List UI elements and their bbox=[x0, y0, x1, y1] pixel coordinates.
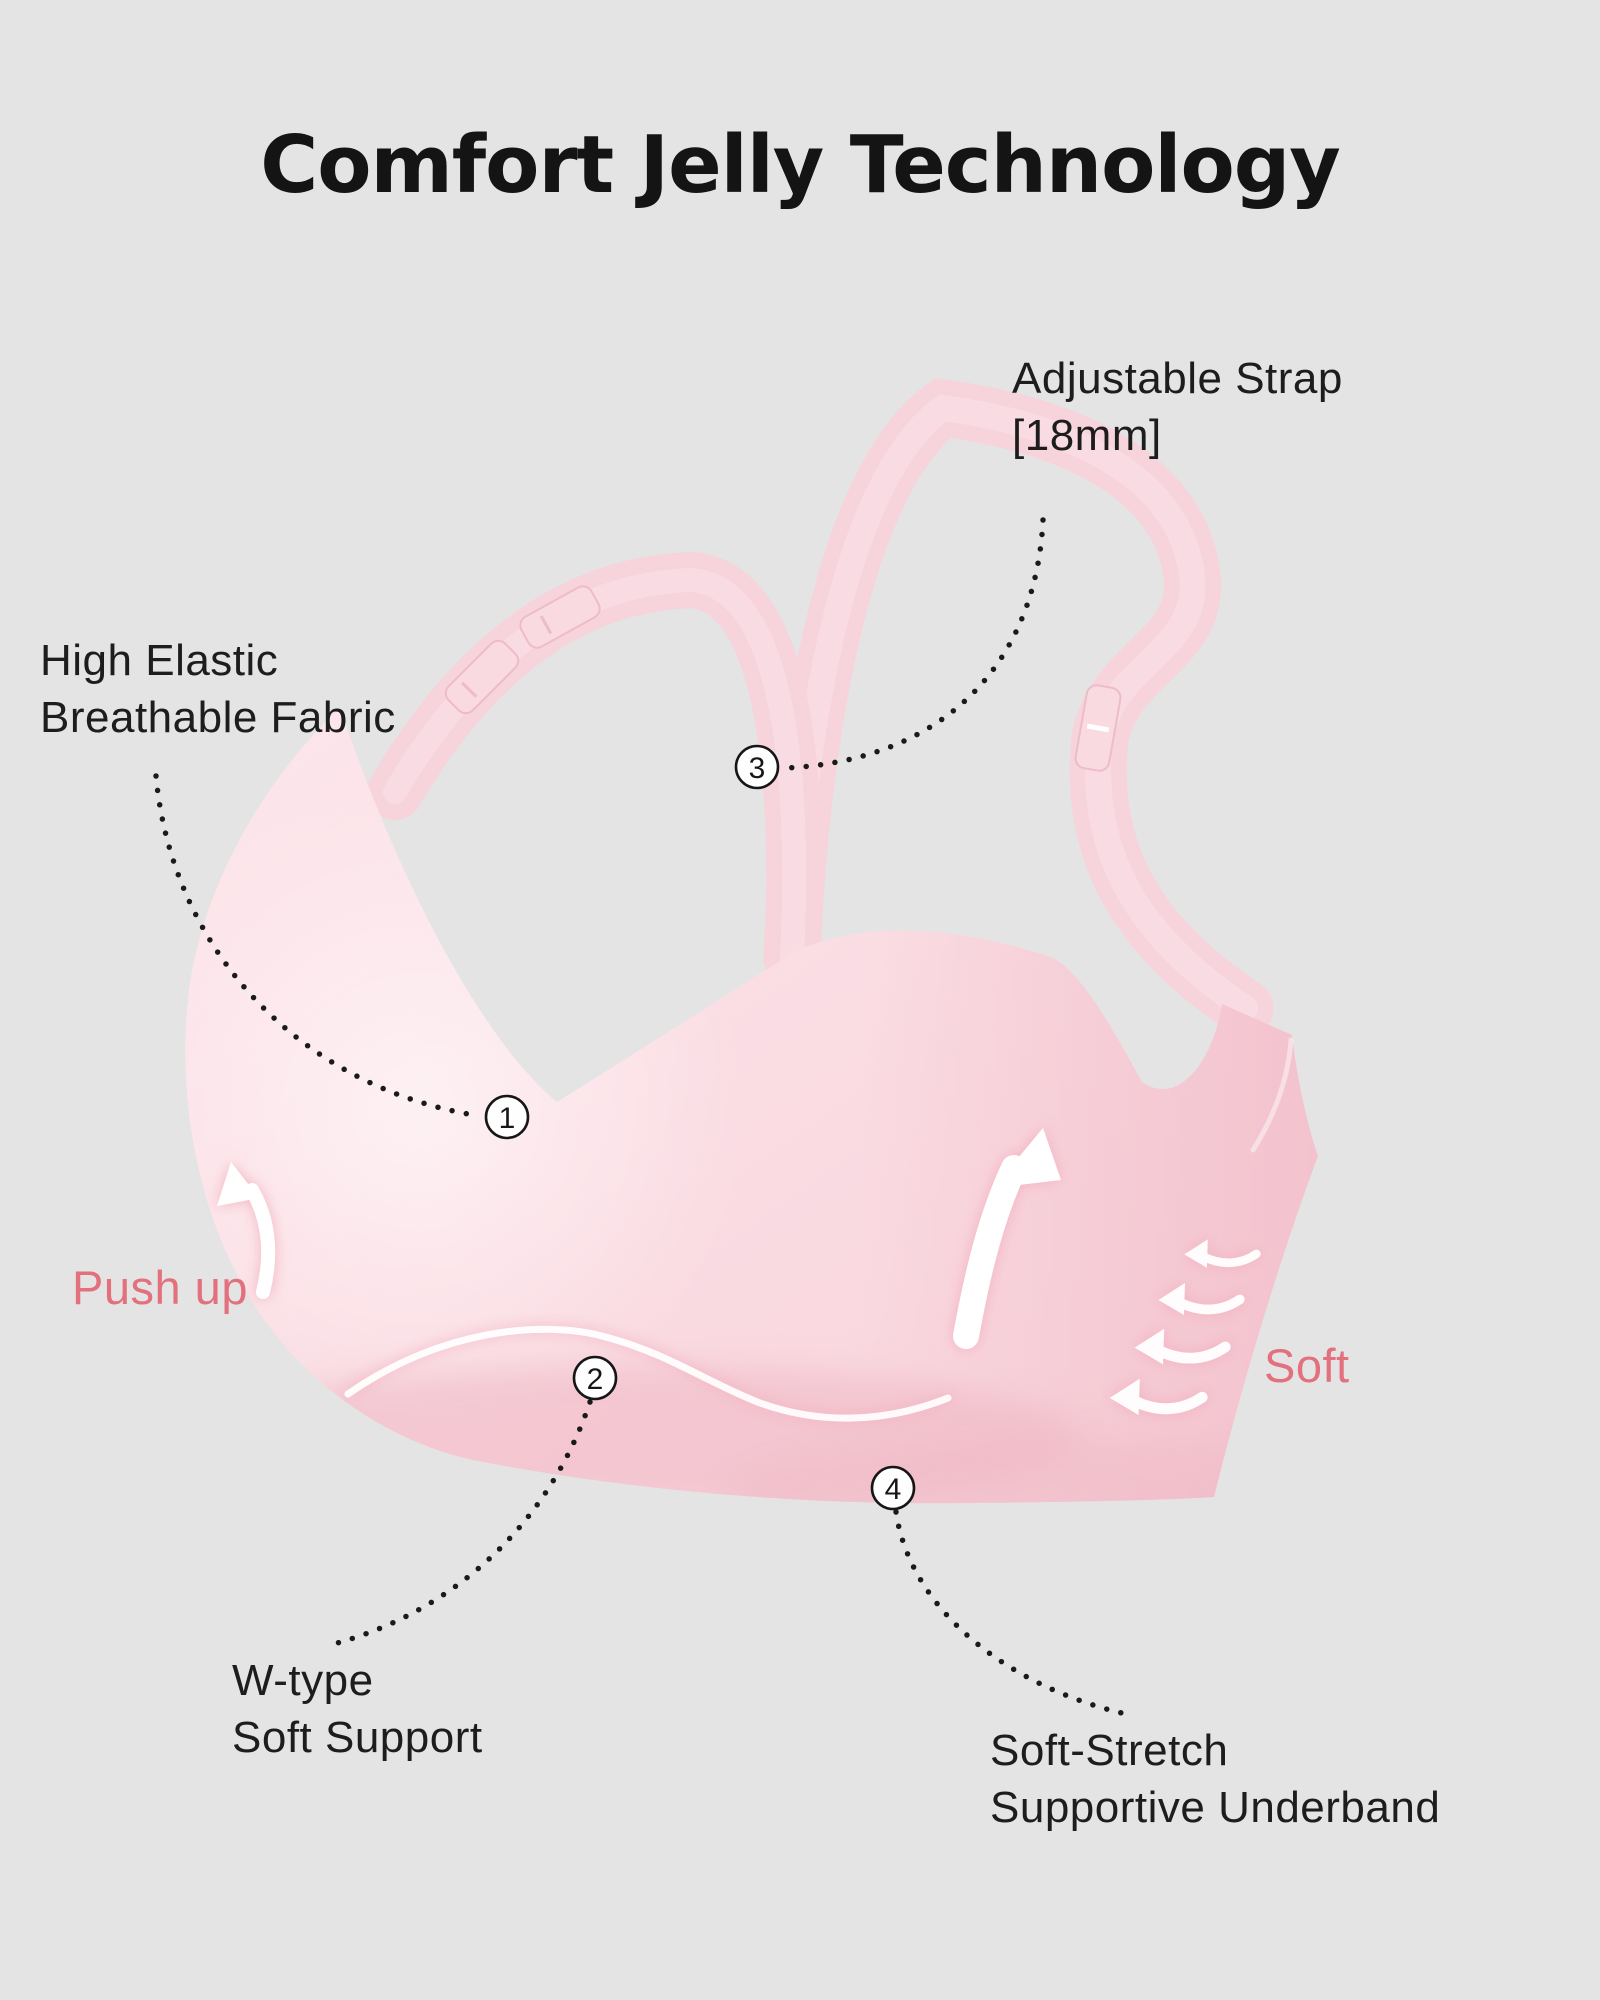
bra-body bbox=[185, 708, 1318, 1504]
lift-arrow-icon bbox=[953, 1128, 1061, 1349]
label-w-type: W-type Soft Support bbox=[232, 1652, 483, 1766]
label-line: Soft-Stretch bbox=[990, 1726, 1229, 1775]
feature-tag-soft: Soft bbox=[1264, 1339, 1350, 1392]
strap-adjuster-icon bbox=[444, 585, 1122, 772]
leader-lines bbox=[153, 517, 1129, 1717]
callout-marker-1: 1 bbox=[484, 1094, 530, 1140]
back-strap bbox=[763, 378, 1274, 1037]
w-support-curve bbox=[344, 1325, 952, 1422]
label-line: Supportive Underband bbox=[990, 1783, 1441, 1832]
callout-marker-2: 2 bbox=[572, 1355, 618, 1401]
leader-adjustable-strap bbox=[783, 517, 1046, 771]
label-high-elastic: High Elastic Breathable Fabric bbox=[40, 632, 396, 746]
label-line: [18mm] bbox=[1012, 411, 1162, 460]
marker-number: 3 bbox=[749, 752, 766, 785]
label-line: W-type bbox=[232, 1656, 374, 1705]
page-title: Comfort Jelly Technology bbox=[260, 119, 1341, 211]
callout-marker-4: 4 bbox=[870, 1465, 916, 1511]
label-line: Soft Support bbox=[232, 1713, 483, 1762]
leader-w-type bbox=[323, 1399, 593, 1649]
callout-marker-3: 3 bbox=[734, 744, 780, 790]
label-soft-stretch: Soft-Stretch Supportive Underband bbox=[990, 1722, 1440, 1836]
marker-number: 1 bbox=[499, 1102, 516, 1135]
front-strap bbox=[367, 551, 823, 986]
leader-high-elastic bbox=[153, 773, 483, 1119]
label-line: High Elastic bbox=[40, 636, 279, 685]
callout-markers: 1 2 3 4 bbox=[484, 744, 916, 1511]
leader-soft-stretch bbox=[893, 1509, 1129, 1717]
label-adjustable-strap: Adjustable Strap [18mm] bbox=[1012, 350, 1343, 464]
marker-number: 4 bbox=[885, 1473, 902, 1506]
marker-number: 2 bbox=[587, 1363, 604, 1396]
label-line: Breathable Fabric bbox=[40, 693, 396, 742]
push-up-arrow-icon bbox=[217, 1162, 276, 1299]
label-line: Adjustable Strap bbox=[1012, 354, 1343, 403]
feature-tag-push-up: Push up bbox=[72, 1261, 248, 1314]
